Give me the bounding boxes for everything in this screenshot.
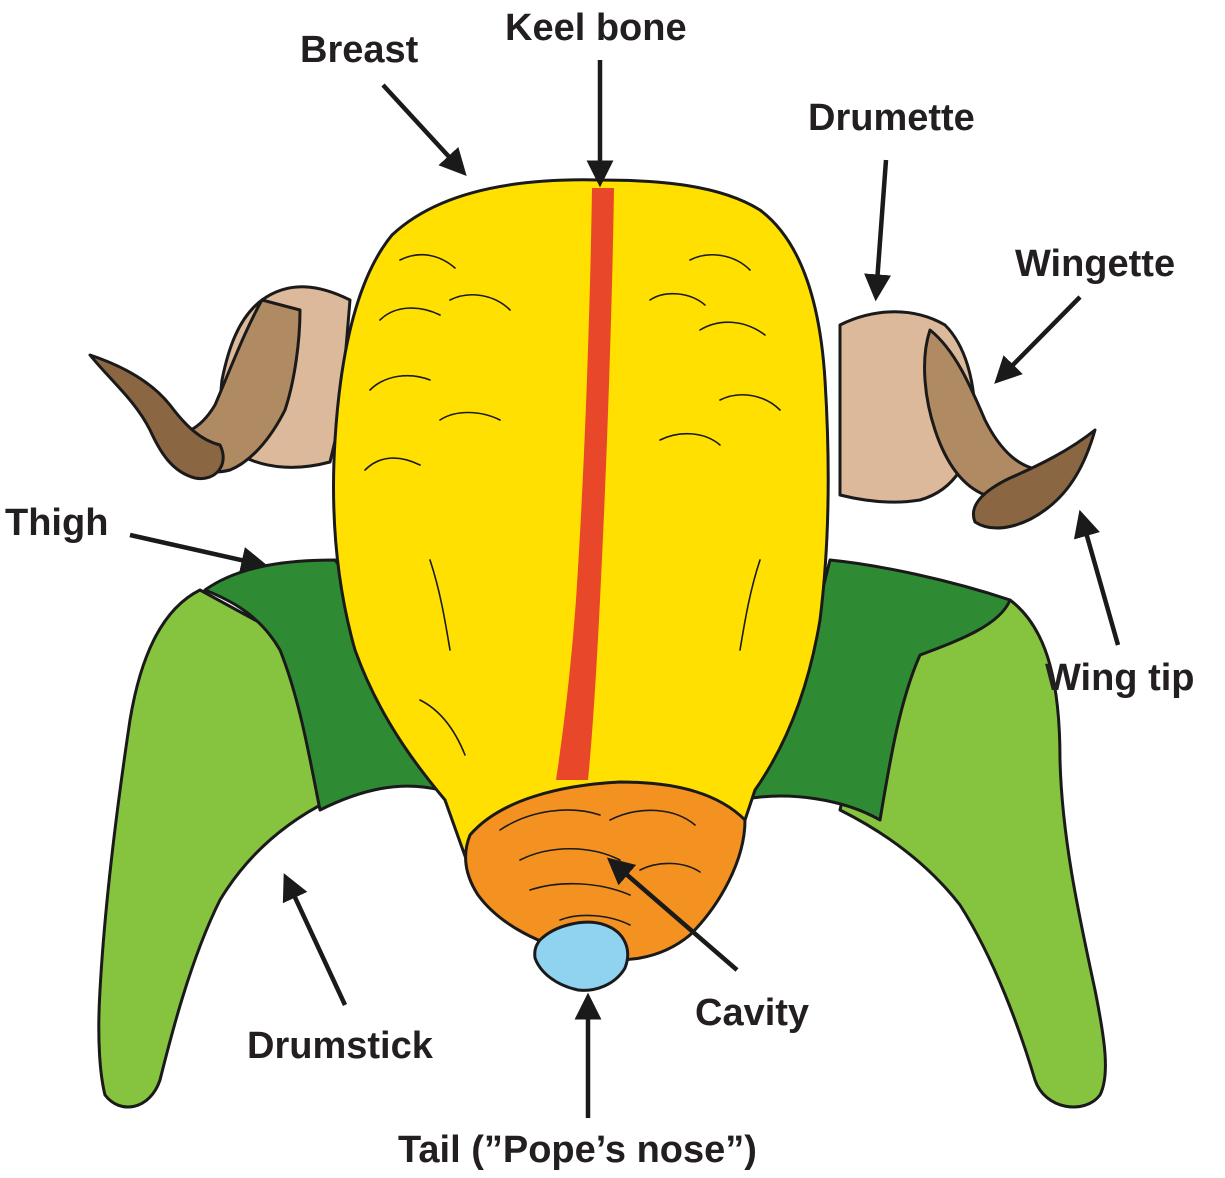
label-drumette: Drumette [808, 97, 975, 139]
label-wingette: Wingette [1015, 243, 1175, 285]
thigh-arrow [130, 535, 263, 565]
label-cavity: Cavity [695, 992, 809, 1034]
wing-tip-arrow [1081, 515, 1118, 645]
label-thigh: Thigh [5, 502, 108, 544]
tail [535, 922, 628, 990]
right-wing [840, 312, 1095, 528]
left-wing [90, 287, 350, 479]
label-keel-bone: Keel bone [505, 7, 687, 49]
label-breast: Breast [300, 29, 419, 71]
drumette-arrow [876, 160, 886, 296]
drumstick-arrow [286, 878, 345, 1005]
left-wing-tip [90, 355, 223, 479]
label-tail: Tail (”Pope’s nose”) [398, 1129, 757, 1171]
label-drumstick: Drumstick [247, 1025, 434, 1067]
label-wing-tip: Wing tip [1045, 657, 1195, 699]
wingette-arrow [998, 297, 1080, 380]
breast-arrow [383, 85, 463, 172]
